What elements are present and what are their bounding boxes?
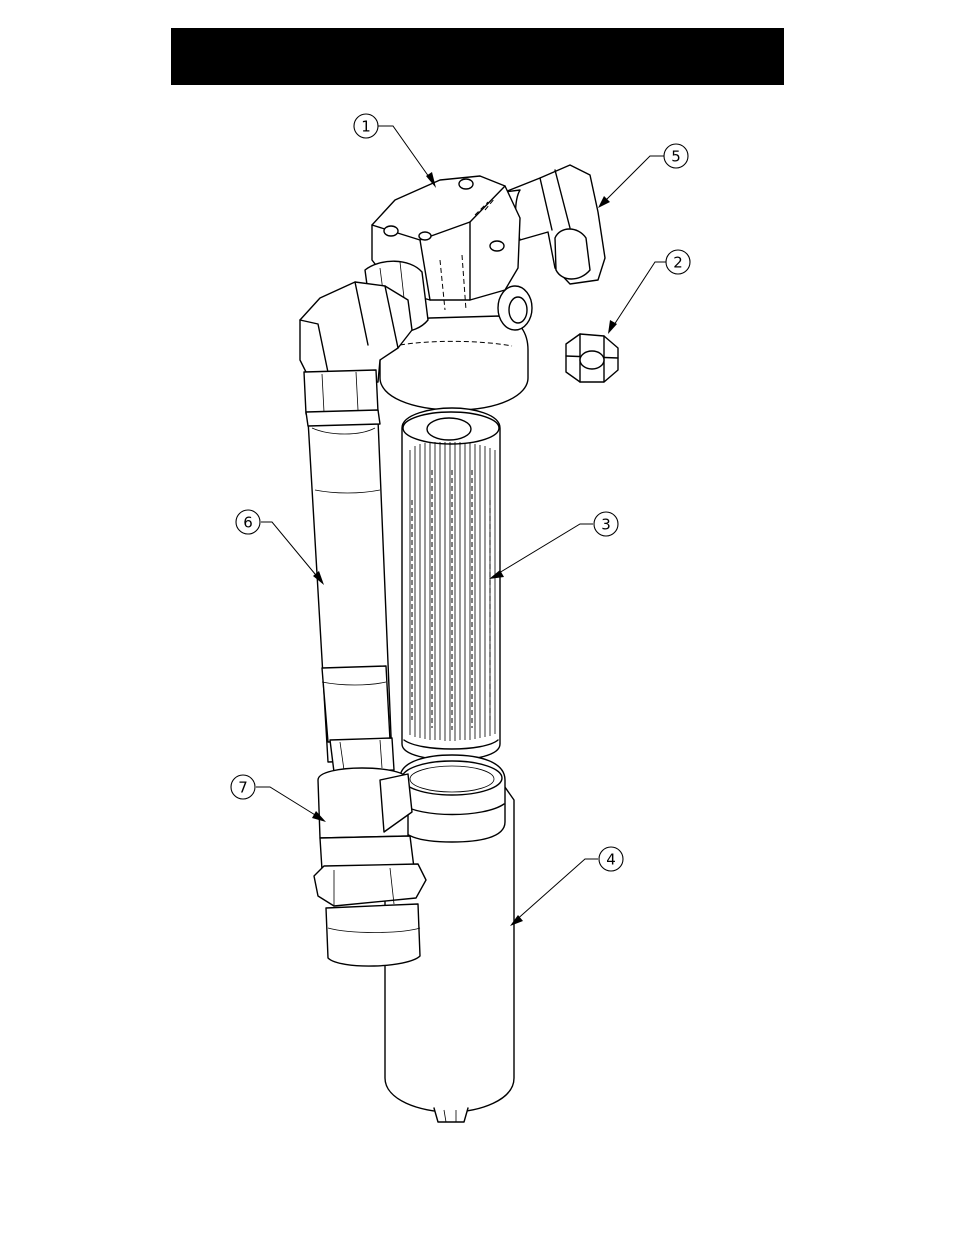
callout-balloon-2: 2 — [666, 250, 690, 274]
callout-balloon-1: 1 — [354, 114, 378, 138]
callout-label: 3 — [601, 516, 611, 534]
callout-label: 5 — [671, 148, 681, 166]
callout-label: 1 — [361, 118, 371, 136]
part-3-filter-element — [402, 408, 500, 760]
callout-balloon-7: 7 — [231, 775, 255, 799]
part-2-plug — [566, 334, 618, 382]
callout-balloon-5: 5 — [664, 144, 688, 168]
callout-balloon-3: 3 — [594, 512, 618, 536]
callout-label: 4 — [606, 851, 616, 869]
callout-label: 2 — [673, 254, 683, 272]
callout-balloon-4: 4 — [599, 847, 623, 871]
part-7-fitting — [314, 768, 426, 966]
callout-balloon-6: 6 — [236, 510, 260, 534]
part-6-hose — [308, 420, 394, 772]
callout-label: 6 — [243, 514, 253, 532]
callout-label: 7 — [238, 779, 248, 797]
